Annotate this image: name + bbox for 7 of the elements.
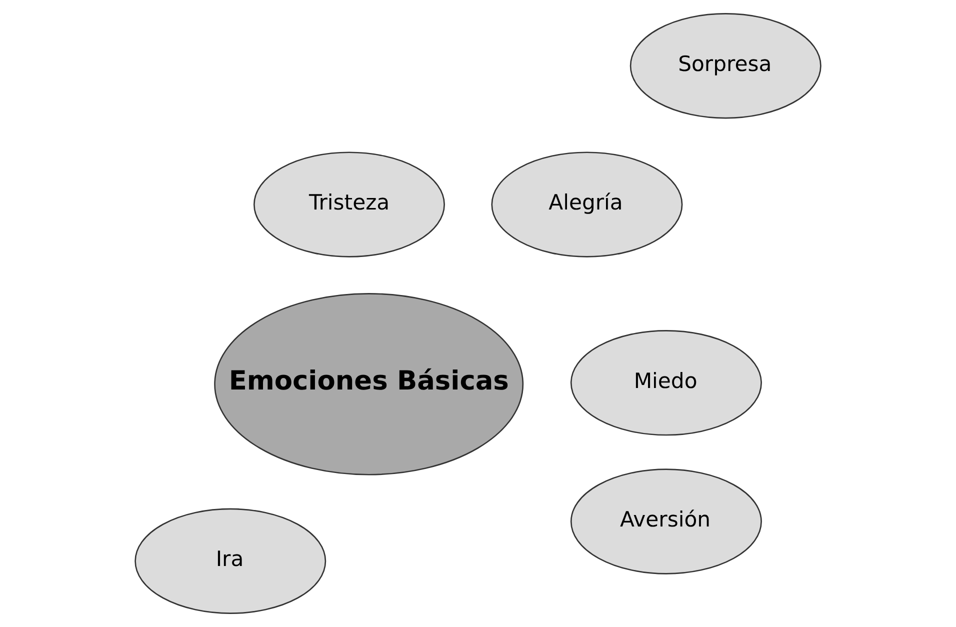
node-ellipse: Miedo bbox=[570, 330, 762, 436]
node-ellipse: Aversión bbox=[570, 468, 762, 574]
node-ellipse: Sorpresa bbox=[630, 13, 822, 119]
node-ellipse: Alegría bbox=[491, 152, 683, 258]
node-ellipse: Emociones Básicas bbox=[214, 293, 524, 476]
node-ellipse: Ira bbox=[134, 508, 326, 614]
node-ellipse: Tristeza bbox=[253, 152, 445, 258]
